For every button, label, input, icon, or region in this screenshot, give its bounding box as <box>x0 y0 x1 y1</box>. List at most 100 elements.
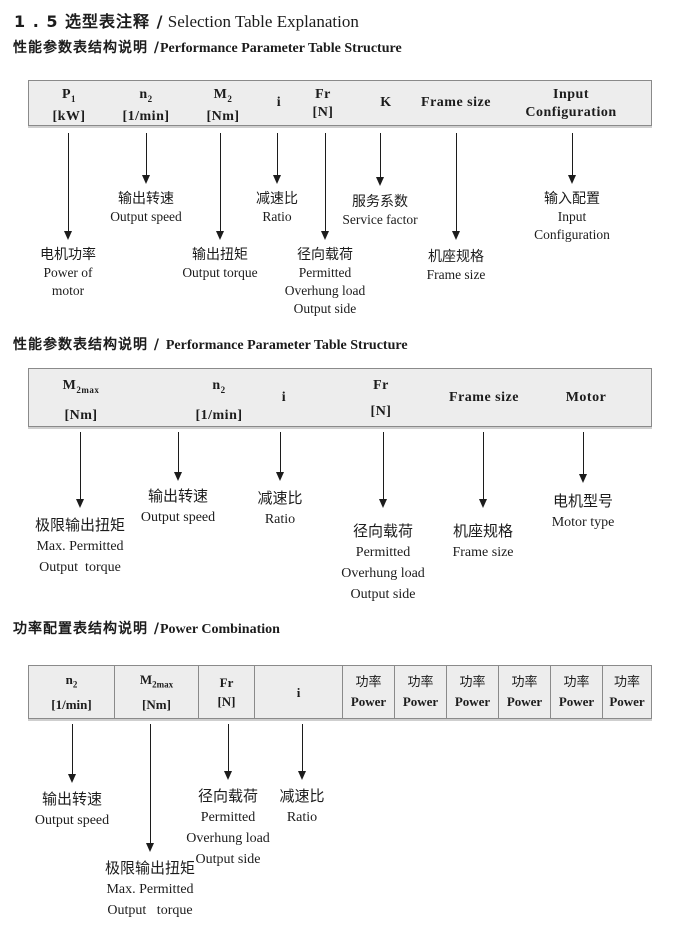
power-label-zh: 功率 <box>355 675 382 690</box>
label-line: Overhung load <box>284 283 366 298</box>
power-label-en: Power <box>454 694 491 709</box>
power-label-zh: 功率 <box>563 675 590 690</box>
label-line: Output side <box>195 852 261 867</box>
arrow-down-icon <box>145 724 154 852</box>
power-label-zh: 功率 <box>407 675 434 690</box>
arrow-down-icon <box>578 432 587 483</box>
header-unit: [1/min] <box>51 696 92 712</box>
label-line: Max. Permitted <box>106 882 194 897</box>
label-line: Ratio <box>286 810 318 825</box>
col-header-m2: M2 [Nm] <box>206 86 239 126</box>
header-symbol: n2 <box>139 87 153 104</box>
label-line: Input <box>557 209 587 224</box>
arrow-down-icon <box>320 133 329 240</box>
header-line1: Input <box>553 87 589 102</box>
arrow-down-icon <box>63 133 72 240</box>
section3-heading-zh: 功率配置表结构说明 / <box>13 621 160 637</box>
col-header-motor: Motor <box>566 385 607 411</box>
label-line: Motor type <box>551 515 615 530</box>
power-label-en: Power <box>558 694 595 709</box>
arrow-down-icon <box>378 432 387 508</box>
arrow-down-icon <box>478 432 487 508</box>
callout-ratio: 减速比 Ratio <box>279 786 324 828</box>
label-line: 输出转速 <box>41 790 103 808</box>
col-header-frame-size: Frame size <box>449 385 519 411</box>
callout-overhung-load: 径向载荷 Permitted Overhung load Output side <box>186 786 270 870</box>
header-unit: [Nm] <box>64 407 98 423</box>
col-header-m2max: M2max [Nm] <box>63 373 100 429</box>
callout-motor-type: 电机型号 Motor type <box>552 491 615 533</box>
col-header-power-5: 功率 Power <box>550 666 602 718</box>
col-header-n2: n2 [1/min] <box>195 373 242 429</box>
header-unit: [Nm] <box>142 696 171 712</box>
header-unit: [Nm] <box>206 108 240 124</box>
label-line: Ratio <box>262 209 292 224</box>
arrow-down-icon <box>272 133 281 184</box>
arrow-down-icon <box>173 432 182 481</box>
header-symbol: Frame size <box>449 390 519 405</box>
header-symbol: M2 <box>213 87 233 104</box>
callout-service-factor: 服务系数 Service factor <box>342 193 417 229</box>
label-line: Configuration <box>534 227 610 242</box>
col-header-p1: P1 [kW] <box>52 86 85 126</box>
callout-frame-size: 机座规格 Frame size <box>452 521 513 563</box>
label-line: 输出转速 <box>118 191 174 207</box>
label-line: 机座规格 <box>452 522 513 540</box>
callout-ratio: 减速比 Ratio <box>256 190 298 226</box>
label-line: Max. Permitted <box>36 539 124 554</box>
callout-output-speed: 输出转速 Output speed <box>110 190 182 226</box>
header-symbol: M2max <box>62 378 100 395</box>
col-header-n2: n2 [1/min] <box>29 666 114 718</box>
arrow-down-icon <box>141 133 150 184</box>
header-symbol: Fr <box>373 378 389 393</box>
header-unit: [N] <box>312 105 334 120</box>
label-line: Permitted <box>298 265 352 280</box>
header-symbol: K <box>380 95 392 110</box>
header-unit: [1/min] <box>195 407 243 423</box>
header-symbol: i <box>276 95 282 110</box>
label-line: 径向载荷 <box>197 787 258 805</box>
power-label-zh: 功率 <box>613 675 640 690</box>
arrow-down-icon <box>215 133 224 240</box>
label-line: 机座规格 <box>427 249 484 265</box>
col-header-i: i <box>277 94 281 112</box>
power-combination-table: n2 [1/min] M2max [Nm] Fr [N] i 功率 Power … <box>28 665 652 719</box>
arrow-down-icon <box>297 724 306 780</box>
page-title-en: Selection Table Explanation <box>163 12 359 31</box>
section3-heading: 功率配置表结构说明 /Power Combination <box>13 618 280 638</box>
arrow-down-icon <box>567 133 576 184</box>
label-line: 径向载荷 <box>352 522 413 540</box>
label-line: 电机型号 <box>552 492 614 510</box>
label-line: 服务系数 <box>352 194 408 210</box>
label-line: motor <box>51 283 85 298</box>
power-label-en: Power <box>506 694 543 709</box>
section3-heading-en: Power Combination <box>160 622 280 637</box>
section1-heading-en: Performance Parameter Table Structure <box>160 41 402 56</box>
power-label-zh: 功率 <box>511 675 538 690</box>
label-line: Overhung load <box>186 831 270 846</box>
label-line: Output speed <box>140 510 216 525</box>
col-header-fr: Fr [N] <box>313 86 334 122</box>
header-unit: [N] <box>217 694 236 709</box>
label-line: Power of <box>43 265 93 280</box>
callout-frame-size: 机座规格 Frame size <box>427 248 486 284</box>
header-symbol: n2 <box>212 378 226 395</box>
section1-heading: 性能参数表结构说明 /Performance Parameter Table S… <box>13 37 402 57</box>
label-line: 极限输出扭矩 <box>34 516 126 534</box>
col-header-power-6: 功率 Power <box>602 666 651 718</box>
performance-table-1: P1 [kW] n2 [1/min] M2 [Nm] i Fr [N] K Fr… <box>28 80 652 126</box>
label-line: 减速比 <box>279 787 325 805</box>
col-header-i: i <box>282 385 286 411</box>
header-symbol: M2max <box>139 672 174 690</box>
label-line: 输出扭矩 <box>192 247 248 263</box>
col-header-m2max: M2max [Nm] <box>114 666 198 718</box>
section2-heading: 性能参数表结构说明 / Performance Parameter Table … <box>13 334 408 354</box>
label-line: Output side <box>350 587 416 602</box>
label-line: Permitted <box>200 810 256 825</box>
section2-heading-en: Performance Parameter Table Structure <box>165 338 408 353</box>
label-line: Output speed <box>110 209 182 224</box>
header-symbol: Fr <box>219 675 234 690</box>
col-header-i: i <box>254 666 342 718</box>
callout-ratio: 减速比 Ratio <box>257 488 302 530</box>
power-label-en: Power <box>402 694 439 709</box>
